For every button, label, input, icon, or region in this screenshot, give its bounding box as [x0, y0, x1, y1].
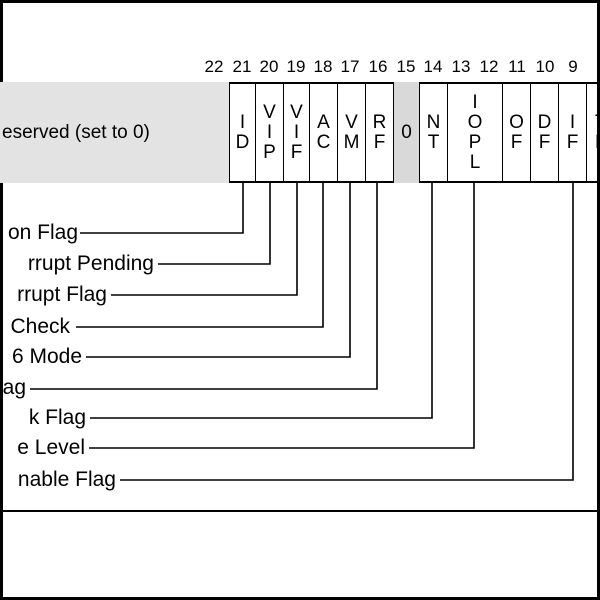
register-row: [0, 82, 600, 183]
cell-of: O F: [502, 82, 530, 183]
leader-line-ac: [76, 183, 324, 328]
cell-letter: C: [316, 131, 331, 153]
cell-letter: T: [595, 112, 600, 133]
bit-number-19: 19: [286, 57, 306, 76]
frame-border-bottom: [0, 597, 600, 600]
flag-label-vip: rrupt Pending: [27, 252, 154, 275]
cell-letter: F: [290, 141, 303, 163]
leader-line-nt: [90, 183, 433, 419]
bit-number-13: 13: [451, 57, 471, 76]
cell-letter: D: [235, 131, 250, 153]
cell-letter: V: [345, 111, 358, 133]
cell-letter: V: [290, 101, 303, 123]
flag-label-iopl: e Level: [17, 436, 85, 459]
cell-letter: N: [426, 111, 441, 133]
bit-number-12: 12: [479, 57, 499, 76]
flag-label-rf: ag: [2, 376, 26, 399]
frame-border-right: [597, 0, 600, 600]
cell-letter: P: [468, 131, 482, 153]
cell-iopl: I O P L: [447, 82, 502, 183]
cell-letter: O: [467, 111, 483, 133]
cell-letter: L: [469, 151, 481, 173]
cell-zero: 0: [393, 82, 419, 183]
cell-letter: R: [372, 111, 387, 133]
cell-letter: F: [538, 131, 551, 153]
cell-rf: R F: [365, 82, 393, 183]
bit-number-8: 8: [586, 57, 600, 77]
leader-line-if: [120, 183, 574, 481]
bit-number-10: 10: [535, 57, 555, 76]
cell-ac: A C: [309, 82, 337, 183]
cell-letter: M: [343, 131, 360, 153]
bit-number-11: 11: [508, 57, 526, 76]
bit-number-18: 18: [313, 57, 333, 76]
cell-letter: F: [510, 131, 523, 153]
cell-letter: A: [317, 111, 330, 133]
flag-label-nt: k Flag: [28, 406, 86, 429]
cell-letter: I: [472, 91, 478, 113]
cell-if: I F: [558, 82, 586, 183]
cell-vm: V M: [337, 82, 365, 183]
cell-letter: P: [263, 141, 276, 163]
cell-letter: F: [373, 131, 386, 153]
leader-line-vif: [111, 183, 298, 296]
cell-id: I D: [229, 82, 255, 183]
flag-label-ac: Check: [10, 315, 70, 338]
bit-number-9: 9: [568, 57, 578, 76]
cell-nt: N T: [419, 82, 447, 183]
flag-label-if: nable Flag: [17, 468, 116, 491]
cell-letter: I: [293, 121, 300, 143]
bit-number-22: 22: [204, 57, 224, 76]
reserved-field-label: eserved (set to 0): [2, 121, 150, 143]
flag-label-vm: 6 Mode: [11, 345, 82, 368]
cell-letter: 0: [401, 121, 412, 143]
cell-letter: T: [427, 131, 440, 153]
reserved-field: eserved (set to 0): [0, 82, 229, 183]
cell-letter: V: [263, 101, 276, 123]
cell-vif: V I F: [283, 82, 309, 183]
cell-letter: F: [566, 131, 579, 153]
cell-letter: D: [537, 111, 552, 133]
bit-number-17: 17: [340, 57, 360, 76]
bit-number-15: 15: [396, 57, 416, 76]
cell-tf: T F: [586, 82, 600, 183]
bit-number-16: 16: [368, 57, 388, 76]
flag-label-vif: rrupt Flag: [17, 283, 107, 306]
cell-letter: O: [509, 111, 524, 133]
cell-letter: I: [266, 121, 273, 143]
leader-line-rf: [30, 183, 378, 390]
bit-number-14: 14: [423, 57, 443, 76]
bit-number-21: 21: [232, 57, 252, 76]
cell-df: D F: [530, 82, 558, 183]
cell-letter: F: [595, 132, 600, 153]
cell-letter: I: [239, 111, 246, 133]
leader-line-iopl: [89, 183, 475, 449]
frame-border-left: [0, 0, 3, 600]
leader-line-vm: [86, 183, 351, 358]
leader-line-id: [80, 183, 244, 234]
panel-divider: [0, 510, 600, 512]
cell-letter: I: [569, 111, 576, 133]
cell-vip: V I P: [255, 82, 283, 183]
flag-label-id: on Flag: [7, 221, 78, 244]
leader-line-vip: [158, 183, 271, 265]
frame-border-top: [0, 0, 600, 3]
bit-number-20: 20: [259, 57, 279, 76]
